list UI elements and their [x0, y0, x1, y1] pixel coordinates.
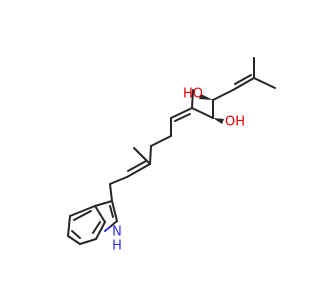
hydroxyl-label-oh: OH — [225, 115, 245, 130]
chain-main — [109, 57, 276, 202]
indole-pyrrole-ring — [94, 200, 118, 232]
indole-nh-label: H — [112, 239, 122, 254]
indole-benzene-ring — [67, 205, 106, 245]
wedge-bond-ho — [199, 94, 213, 100]
indole-nitrogen-label: N — [112, 225, 122, 240]
stereo-wedges — [199, 94, 224, 124]
hydroxyl-label-ho: HO — [183, 87, 203, 102]
wedge-bond-oh — [213, 118, 224, 124]
molecule-structure: HO OH N H — [67, 57, 276, 254]
